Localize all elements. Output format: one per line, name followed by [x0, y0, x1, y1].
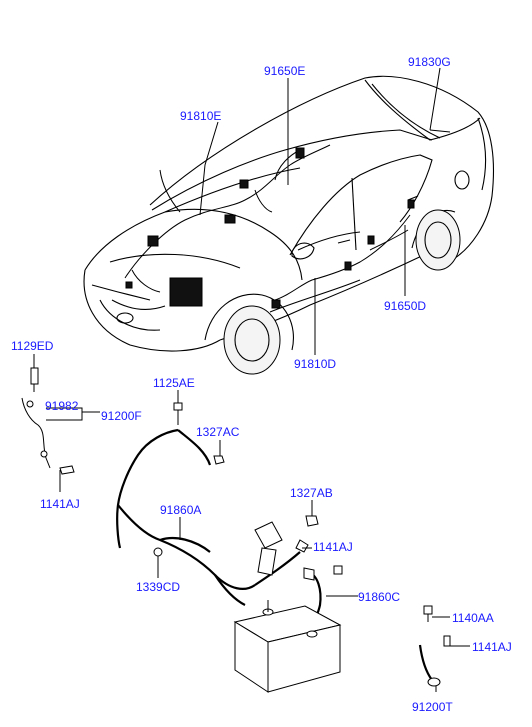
label-1141aj-mid: 1141AJ: [313, 540, 353, 554]
leader-lines: [33, 67, 470, 692]
label-91650d: 91650D: [384, 299, 426, 313]
battery-icon: [233, 600, 342, 693]
label-91860c: 91860C: [358, 590, 400, 604]
label-91200f: 91200F: [101, 409, 142, 423]
label-91830g: 91830G: [408, 55, 451, 69]
label-91650e: 91650E: [264, 64, 305, 78]
part-labels: 91650E 91830G 91810E 91650D 91810D 1129E…: [11, 55, 512, 714]
label-1327ab: 1327AB: [290, 486, 333, 500]
label-91200t: 91200T: [412, 700, 453, 714]
label-1140aa: 1140AA: [452, 611, 494, 625]
label-1141aj-right: 1141AJ: [472, 640, 512, 654]
ground-strap-91200t: [418, 605, 451, 687]
harness-91200f: [21, 367, 75, 475]
label-1141aj-left: 1141AJ: [40, 497, 80, 511]
label-1339cd: 1339CD: [136, 580, 180, 594]
car-illustration: [83, 75, 494, 375]
label-91810d: 91810D: [294, 357, 336, 371]
battery-cable-assembly: [116, 402, 343, 636]
label-1129ed: 1129ED: [11, 339, 54, 353]
label-91860a: 91860A: [160, 503, 201, 517]
label-1327ac: 1327AC: [196, 425, 240, 439]
label-91982: 91982: [45, 399, 79, 413]
label-1125ae: 1125AE: [153, 376, 195, 390]
label-91810e: 91810E: [180, 109, 221, 123]
car-harness-wires: [124, 129, 451, 309]
fuse-box-icon: [169, 277, 203, 307]
